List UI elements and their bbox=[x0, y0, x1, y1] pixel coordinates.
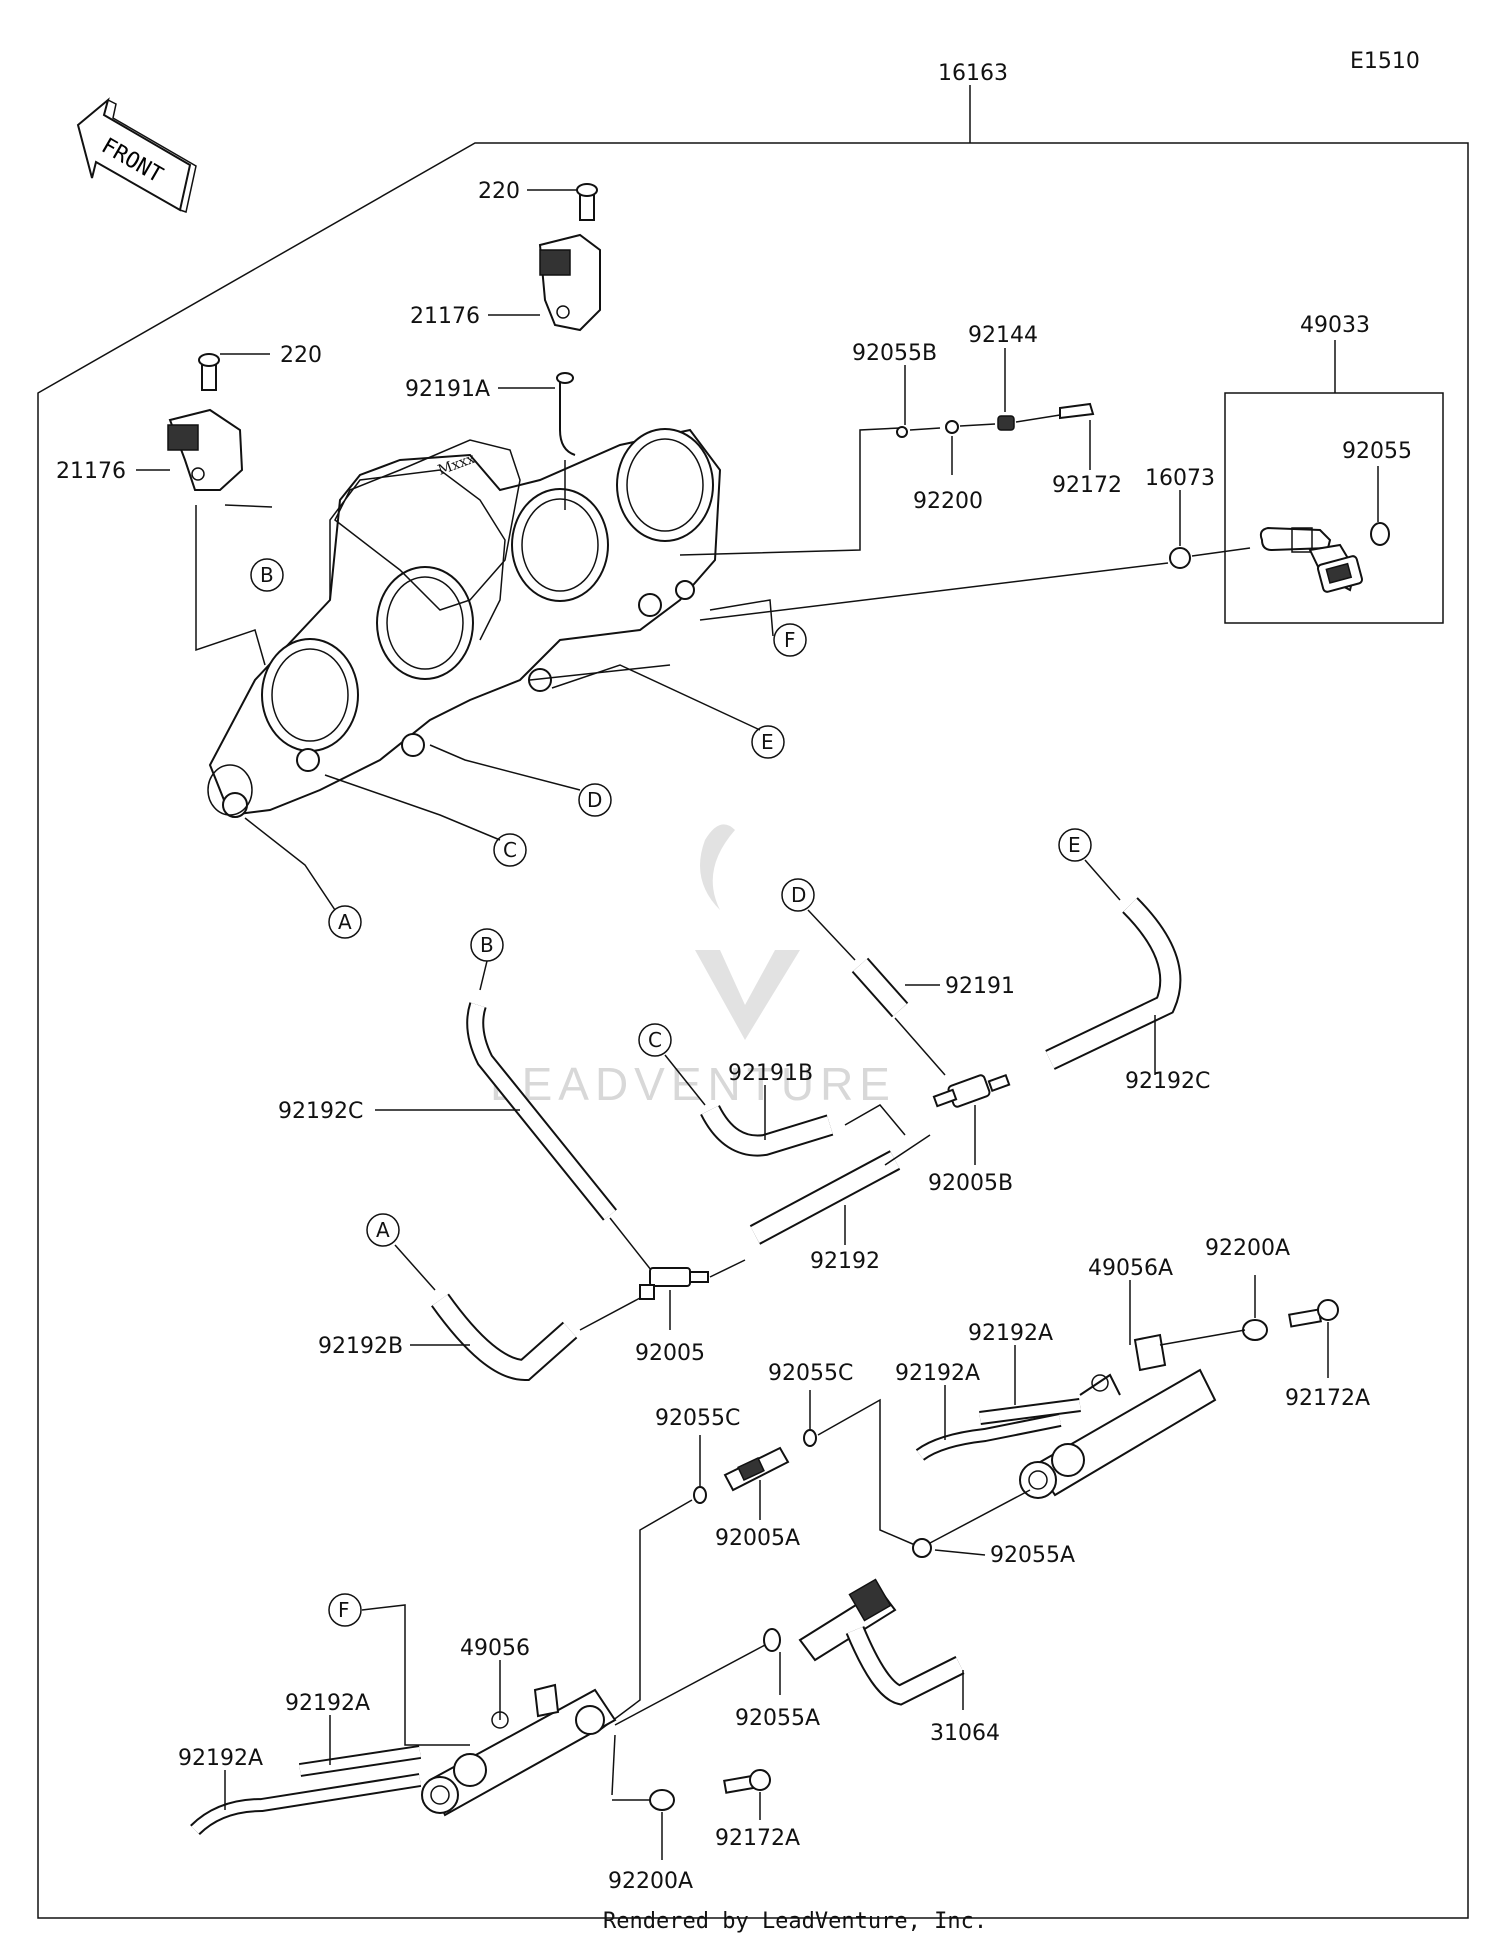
part-label-220-left: 220 bbox=[280, 343, 322, 368]
callout-f-top: F bbox=[784, 628, 796, 652]
part-label-92192C-left: 92192C bbox=[278, 1099, 363, 1124]
fastener-row: 92055B 92144 92200 92172 16073 bbox=[679, 323, 1251, 621]
part-label-92192A-d: 92192A bbox=[178, 1746, 263, 1771]
part-label-92005B: 92005B bbox=[928, 1171, 1013, 1196]
injector-kit-box: 49033 92055 bbox=[1224, 313, 1444, 624]
part-label-49056A: 49056A bbox=[1088, 1256, 1173, 1281]
hose-network: B 92192C D 92191 E 92192C C 92191B bbox=[278, 828, 1210, 1382]
part-label-49033: 49033 bbox=[1300, 313, 1370, 338]
callout-c-top: C bbox=[503, 838, 517, 862]
part-label-92055C-top: 92055C bbox=[768, 1361, 853, 1386]
part-label-92200A-bottom: 92200A bbox=[608, 1869, 693, 1894]
part-label-49056: 49056 bbox=[460, 1636, 530, 1661]
callout-e-lower: E bbox=[1068, 833, 1081, 857]
part-label-16163: 16163 bbox=[938, 61, 1008, 86]
part-label-92055A-bottom: 92055A bbox=[735, 1706, 820, 1731]
part-label-92191A: 92191A bbox=[405, 377, 490, 402]
sensor-left: 220 21176 bbox=[56, 343, 322, 666]
part-label-92005A: 92005A bbox=[715, 1526, 800, 1551]
part-label-92192C-right: 92192C bbox=[1125, 1069, 1210, 1094]
part-label-92192: 92192 bbox=[810, 1249, 880, 1274]
part-label-92200A-top: 92200A bbox=[1205, 1236, 1290, 1261]
part-label-220-top: 220 bbox=[478, 179, 520, 204]
callout-c-lower: C bbox=[648, 1028, 662, 1052]
part-label-92055A-right: 92055A bbox=[990, 1543, 1075, 1568]
callout-b-top: B bbox=[260, 563, 274, 587]
diagram-code: E1510 bbox=[1350, 49, 1420, 74]
part-label-92172: 92172 bbox=[1052, 473, 1122, 498]
part-label-31064: 31064 bbox=[930, 1721, 1000, 1746]
front-arrow-icon: FRONT bbox=[76, 97, 197, 213]
callout-a-top: A bbox=[338, 910, 352, 934]
part-label-92172A-top: 92172A bbox=[1285, 1386, 1370, 1411]
part-label-92172A-bottom: 92172A bbox=[715, 1826, 800, 1851]
callout-e-top: E bbox=[761, 730, 774, 754]
callout-d-lower: D bbox=[791, 883, 806, 907]
part-label-92200: 92200 bbox=[913, 489, 983, 514]
part-label-21176-left: 21176 bbox=[56, 459, 126, 484]
part-label-92055-kit: 92055 bbox=[1342, 439, 1412, 464]
watermark-text: LEADVENTURE bbox=[490, 1058, 896, 1110]
sensor-top: 220 21176 92191A bbox=[405, 179, 601, 510]
footer-credit: Rendered by LeadVenture, Inc. bbox=[603, 1909, 987, 1934]
throttle-body: Mxxx bbox=[207, 428, 722, 818]
part-label-92192B: 92192B bbox=[318, 1334, 403, 1359]
part-label-21176-top: 21176 bbox=[410, 304, 480, 329]
part-label-92192A-b: 92192A bbox=[895, 1361, 980, 1386]
part-label-92055C-left: 92055C bbox=[655, 1406, 740, 1431]
assembly-outline: 16163 bbox=[37, 61, 1469, 1919]
part-label-92144: 92144 bbox=[968, 323, 1038, 348]
part-label-92055B: 92055B bbox=[852, 341, 937, 366]
part-label-92191: 92191 bbox=[945, 974, 1015, 999]
fuel-rail-right: 49056A 92200A 92172A 92192A 92192A bbox=[895, 1236, 1370, 1499]
part-label-92191B: 92191B bbox=[728, 1061, 813, 1086]
callout-f-lower: F bbox=[338, 1598, 350, 1622]
fuel-fittings: 92055C 92055C 92005A 92055A 31064 92055A bbox=[599, 1361, 1075, 1746]
callout-a-lower: A bbox=[376, 1218, 390, 1242]
fuel-rail-left: F 49056 92200A 92172A 92192A 92192A bbox=[178, 1593, 800, 1894]
callout-group-top: B F E D C A bbox=[244, 558, 807, 939]
callout-b-circle bbox=[250, 558, 284, 592]
part-label-92005: 92005 bbox=[635, 1341, 705, 1366]
part-label-92192A-a: 92192A bbox=[968, 1321, 1053, 1346]
part-label-92192A-c: 92192A bbox=[285, 1691, 370, 1716]
watermark: LEADVENTURE bbox=[490, 824, 896, 1110]
part-label-16073: 16073 bbox=[1145, 466, 1215, 491]
callout-d-top: D bbox=[587, 788, 602, 812]
callout-b-lower: B bbox=[480, 933, 494, 957]
